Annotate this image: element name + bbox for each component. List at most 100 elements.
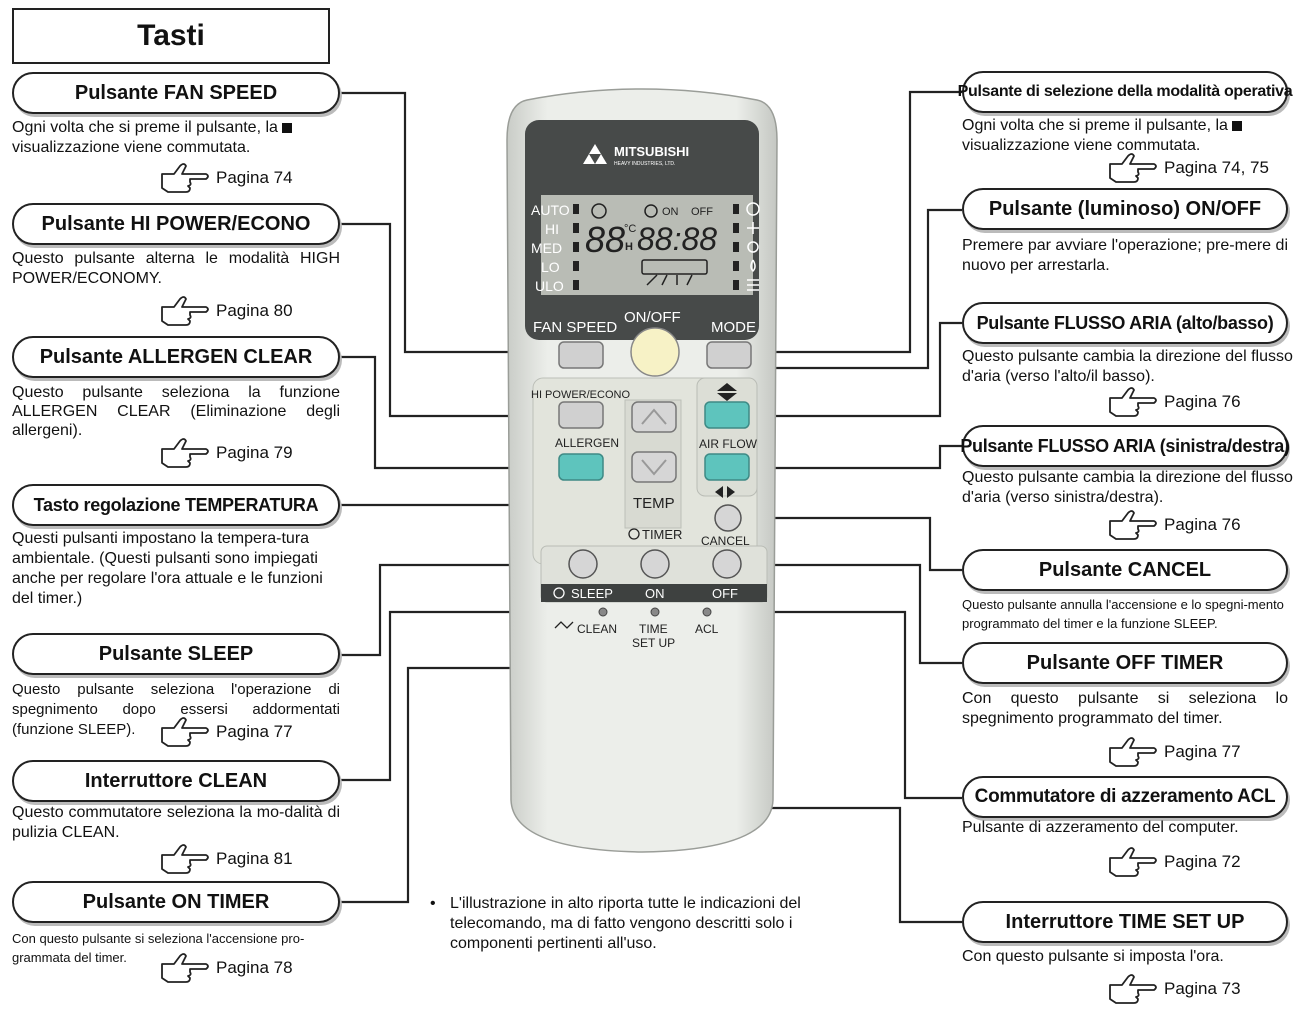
page-ref-mode: Pagina 74, 75 xyxy=(1108,152,1269,184)
desc-temperatura: Questi pulsanti impostano la tempera-tur… xyxy=(12,530,323,607)
hi-power-label: HI POWER/ECONO xyxy=(531,389,630,401)
label-acl: Commutatore di azzeramento ACL xyxy=(962,776,1288,818)
label-temperatura: Tasto regolazione TEMPERATURA xyxy=(12,484,340,526)
pointing-hand-icon xyxy=(1109,387,1157,417)
mode-label: MODE xyxy=(711,319,756,336)
label-flusso-sinistra-destra: Pulsante FLUSSO ARIA (sinistra/destra) xyxy=(960,425,1290,467)
cancel-button[interactable] xyxy=(714,504,742,532)
timer-label: TIMER xyxy=(642,527,682,542)
square-marker-icon xyxy=(1231,120,1242,131)
airflow-updown-button[interactable] xyxy=(704,401,750,429)
page-ref-flusso-sinistra-destra: Pagina 76 xyxy=(1108,509,1241,541)
lcd-unit-h: H xyxy=(625,241,633,253)
page-ref-flusso-alto-basso: Pagina 76 xyxy=(1108,386,1241,418)
temp-down-button[interactable] xyxy=(631,451,677,483)
page-ref-sleep: Pagina 77 xyxy=(160,716,293,748)
lcd-fan-hi: HI xyxy=(545,221,559,237)
pointing-hand-icon xyxy=(1109,153,1157,183)
allergen-label: ALLERGEN xyxy=(555,436,619,450)
lcd-on-label: ON xyxy=(662,206,679,218)
desc-acl: Pulsante di azzeramento del computer. xyxy=(962,819,1239,836)
label-hi-power: Pulsante HI POWER/ECONO xyxy=(12,203,340,245)
off-timer-button[interactable] xyxy=(712,549,742,579)
fan-speed-button[interactable] xyxy=(558,341,604,369)
label-flusso-alto-basso: Pulsante FLUSSO ARIA (alto/basso) xyxy=(962,302,1288,344)
pointing-hand-icon xyxy=(161,717,209,747)
lcd-mode-icons xyxy=(746,202,760,291)
desc-clean: Questo commutatore seleziona la mo-dalit… xyxy=(12,804,340,841)
lcd-unit-c: °C xyxy=(624,223,636,235)
desc-off-timer: Con questo pulsante si seleziona lo speg… xyxy=(962,690,1288,727)
page-ref-hi-power: Pagina 80 xyxy=(160,295,293,327)
timer-clock-icon xyxy=(628,528,640,540)
acl-switch[interactable] xyxy=(702,607,712,617)
clean-switch[interactable] xyxy=(598,607,608,617)
lcd-temp-digits: 88 xyxy=(585,219,625,260)
mode-button[interactable] xyxy=(706,341,752,369)
desc-flusso-sinistra-destra: Questo pulsante cambia la direzione del … xyxy=(962,469,1293,506)
label-time-set-up: Interruttore TIME SET UP xyxy=(962,901,1288,943)
square-marker-icon xyxy=(281,122,292,133)
arrow-down-icon xyxy=(641,459,667,476)
airflow-leftright-button[interactable] xyxy=(704,453,750,481)
pointing-hand-icon xyxy=(1109,510,1157,540)
temp-label: TEMP xyxy=(633,495,675,512)
lcd-fan-auto: AUTO xyxy=(531,202,570,218)
sleep-moon-icon xyxy=(553,587,565,599)
on-off-button[interactable] xyxy=(630,327,680,377)
mitsubishi-logo-icon xyxy=(583,144,607,164)
lcd-smiley-icon xyxy=(591,203,607,219)
page-ref-fan-speed: Pagina 74 xyxy=(160,162,293,194)
page-ref-acl: Pagina 72 xyxy=(1108,846,1241,878)
set-up-label: SET UP xyxy=(632,636,675,650)
brand-sub-text: HEAVY INDUSTRIES, LTD. xyxy=(614,161,675,167)
time-set-up-switch[interactable] xyxy=(650,607,660,617)
desc-hi-power: Questo pulsante alterna le modalità HIGH… xyxy=(12,250,340,287)
clean-label: CLEAN xyxy=(577,622,617,636)
lcd-fan-ulo: ULO xyxy=(535,278,564,294)
desc-on-off: Premere par avviare l'operazione; pre-me… xyxy=(962,237,1288,274)
desc-flusso-alto-basso: Questo pulsante cambia la direzione del … xyxy=(962,348,1293,385)
lcd-clock-digits: 88:88 xyxy=(637,221,717,257)
arrow-up-icon xyxy=(641,408,667,425)
lcd-fan-med: MED xyxy=(531,240,562,256)
label-mode: Pulsante di selezione della modalità ope… xyxy=(958,71,1293,113)
temp-up-button[interactable] xyxy=(631,401,677,433)
sleep-button[interactable] xyxy=(568,549,598,579)
airflow-updown-icon xyxy=(717,383,737,391)
page-ref-time-set-up: Pagina 73 xyxy=(1108,973,1241,1005)
airflow-leftright-icon xyxy=(715,486,723,498)
footnote: • L'illustrazione in alto riporta tutte … xyxy=(430,895,801,952)
pointing-hand-icon xyxy=(1109,737,1157,767)
hi-power-econo-button[interactable] xyxy=(558,401,604,429)
desc-sleep: Questo pulsante seleziona l'operazione d… xyxy=(12,681,340,738)
fan-speed-label: FAN SPEED xyxy=(533,319,617,336)
sleep-label: SLEEP xyxy=(571,586,613,601)
desc-time-set-up: Con questo pulsante si imposta l'ora. xyxy=(962,948,1224,965)
pointing-hand-icon xyxy=(161,163,209,193)
lcd-unit-icon xyxy=(641,259,708,275)
page-title: Tasti xyxy=(12,8,330,64)
label-cancel: Pulsante CANCEL xyxy=(962,549,1288,591)
pointing-hand-icon xyxy=(161,296,209,326)
label-fan-speed: Pulsante FAN SPEED xyxy=(12,72,340,114)
label-clean: Interruttore CLEAN xyxy=(12,760,340,802)
pointing-hand-icon xyxy=(161,438,209,468)
on-timer-button[interactable] xyxy=(640,549,670,579)
page-ref-on-timer: Pagina 78 xyxy=(160,952,293,984)
pointing-hand-icon xyxy=(161,844,209,874)
off-label: OFF xyxy=(712,586,738,601)
on-off-label: ON/OFF xyxy=(624,309,681,326)
clean-wave-icon xyxy=(554,621,574,629)
page-ref-off-timer: Pagina 77 xyxy=(1108,736,1241,768)
allergen-clear-button[interactable] xyxy=(558,453,604,481)
remote-control: MITSUBISHI HEAVY INDUSTRIES, LTD. AUTO H… xyxy=(506,88,778,853)
page-ref-clean: Pagina 81 xyxy=(160,843,293,875)
pointing-hand-icon xyxy=(1109,974,1157,1004)
label-off-timer: Pulsante OFF TIMER xyxy=(962,642,1288,684)
label-allergen-clear: Pulsante ALLERGEN CLEAR xyxy=(12,336,340,378)
lcd-airflow-icon xyxy=(646,274,693,286)
